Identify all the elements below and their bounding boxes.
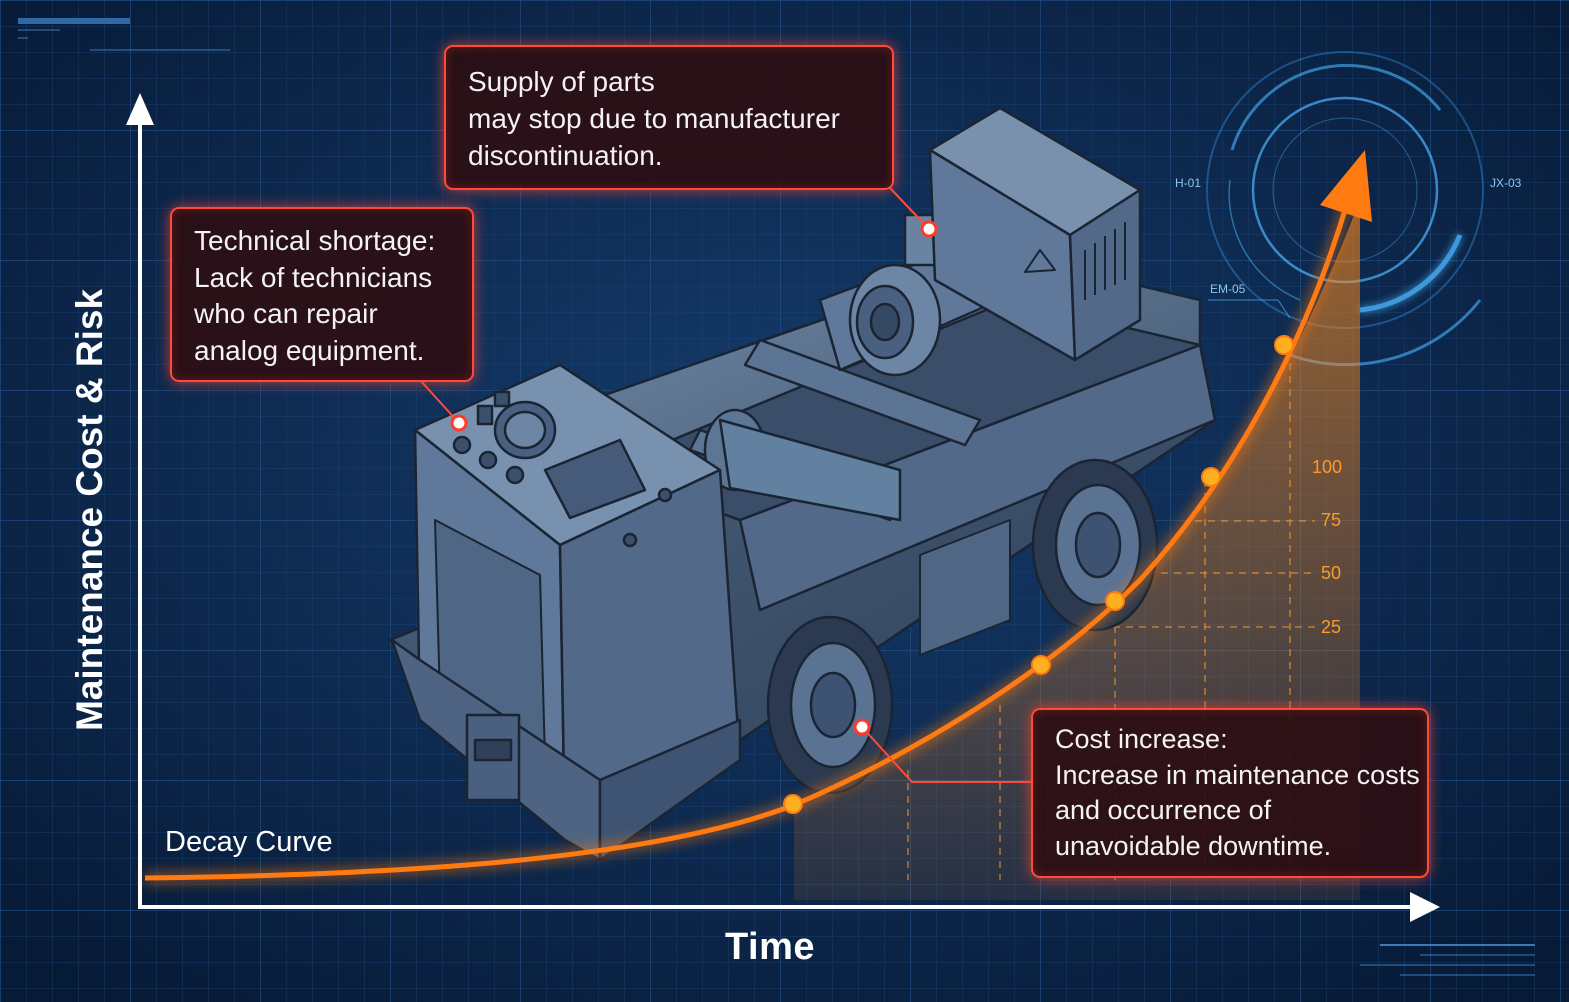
hud-label-h01: H-01 [1175,176,1202,190]
curve-arrowhead [1320,150,1372,222]
curve-point [1105,591,1125,611]
curve-point [1031,655,1051,675]
anchor-dot-supply [920,220,938,238]
callout-line: analog equipment. [194,334,425,366]
callout-cost-increase: Cost increase: Increase in maintenance c… [1031,708,1429,878]
callout-line: may stop due to manufacturer [468,103,840,134]
anchor-dot-tech [450,414,468,432]
callout-line: Increase in maintenance costs [1055,759,1420,790]
scale-tick-label: 100 [1312,457,1343,477]
scale-tick-label: 75 [1321,510,1342,530]
curve-point [1201,467,1221,487]
hud-label-jx03: JX-03 [1490,176,1522,190]
callout-technical-shortage: Technical shortage: Lack of technicians … [170,207,474,382]
scale-tick-label: 50 [1321,563,1342,583]
callout-line: who can repair [194,298,378,329]
decay-curve [144,199,1351,881]
callout-line: Cost increase: [1055,724,1228,754]
anchor-dot-cost [853,718,871,736]
callout-line: discontinuation. [468,140,663,171]
scale-guides [907,350,1315,880]
callout-line: unavoidable downtime. [1055,830,1332,861]
callout-line: Lack of technicians [194,261,433,293]
callout-line: and occurrence of [1055,795,1272,825]
callout-leaders [419,187,1031,783]
curve-label: Decay Curve [165,826,333,858]
curve-points [783,335,1294,814]
callout-anchor-dots [450,220,938,736]
hud-label-em05: EM-05 [1210,282,1246,296]
axes [126,93,1440,922]
curve-point [783,794,803,814]
callout-line: Supply of parts [468,66,655,97]
hud-corner-decoration [18,18,1535,976]
y-axis-arrow [126,93,154,125]
vehicle-illustration [388,106,1217,862]
callout-line: Technical shortage: [194,225,436,256]
curve-point [1274,335,1294,355]
y-axis-title: Maintenance Cost & Risk [69,288,110,732]
callout-supply-of-parts: Supply of parts may stop due to manufact… [444,45,894,190]
x-axis-title: Time [725,926,816,968]
scale-tick-label: 25 [1321,617,1342,637]
x-axis-arrow [1410,892,1440,922]
